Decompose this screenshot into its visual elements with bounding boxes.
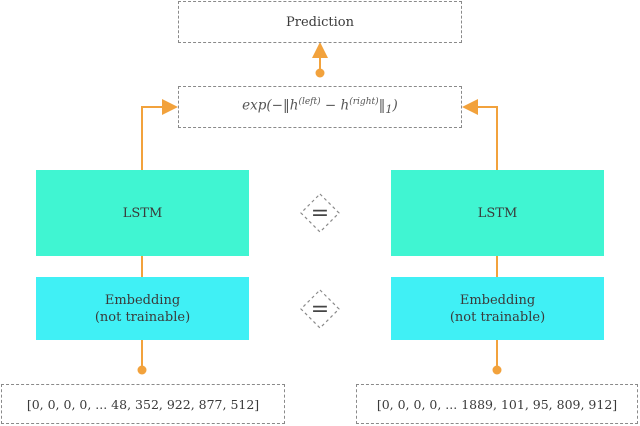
- left-lstm-box: LSTM: [36, 170, 249, 256]
- right-input-box: [0, 0, 0, 0, ... 1889, 101, 95, 809, 912…: [356, 384, 638, 424]
- right-lstm-box: LSTM: [391, 170, 604, 256]
- lstm-equals-sign: =: [311, 201, 329, 226]
- right-input-dot: [492, 365, 502, 375]
- right-embedding-label: Embedding (not trainable): [449, 292, 546, 325]
- left-embedding-label: Embedding (not trainable): [94, 292, 191, 325]
- right-lstm-label: LSTM: [477, 205, 518, 221]
- left-embedding-box: Embedding (not trainable): [36, 277, 249, 340]
- prediction-box: Prediction: [178, 1, 462, 43]
- lstm-equals-diamond: =: [300, 193, 340, 233]
- distance-output-dot: [315, 68, 325, 78]
- right-embedding-box: Embedding (not trainable): [391, 277, 604, 340]
- left-input-sequence: [0, 0, 0, 0, ... 48, 352, 922, 877, 512]: [26, 396, 260, 412]
- right-lstm-to-distance-arrow: [462, 99, 498, 170]
- distance-formula: exp(−‖h(left) − h(right)‖1): [242, 97, 398, 117]
- embedding-equals-diamond: =: [300, 289, 340, 329]
- distance-box: exp(−‖h(left) − h(right)‖1): [178, 86, 462, 128]
- left-input-box: [0, 0, 0, 0, ... 48, 352, 922, 877, 512]: [1, 384, 285, 424]
- embedding-equals-sign: =: [311, 297, 329, 322]
- left-lstm-to-distance-arrow: [141, 99, 178, 170]
- right-input-sequence: [0, 0, 0, 0, ... 1889, 101, 95, 809, 912…: [376, 396, 618, 412]
- left-input-dot: [137, 365, 147, 375]
- left-lstm-label: LSTM: [122, 205, 163, 221]
- prediction-label: Prediction: [286, 14, 354, 30]
